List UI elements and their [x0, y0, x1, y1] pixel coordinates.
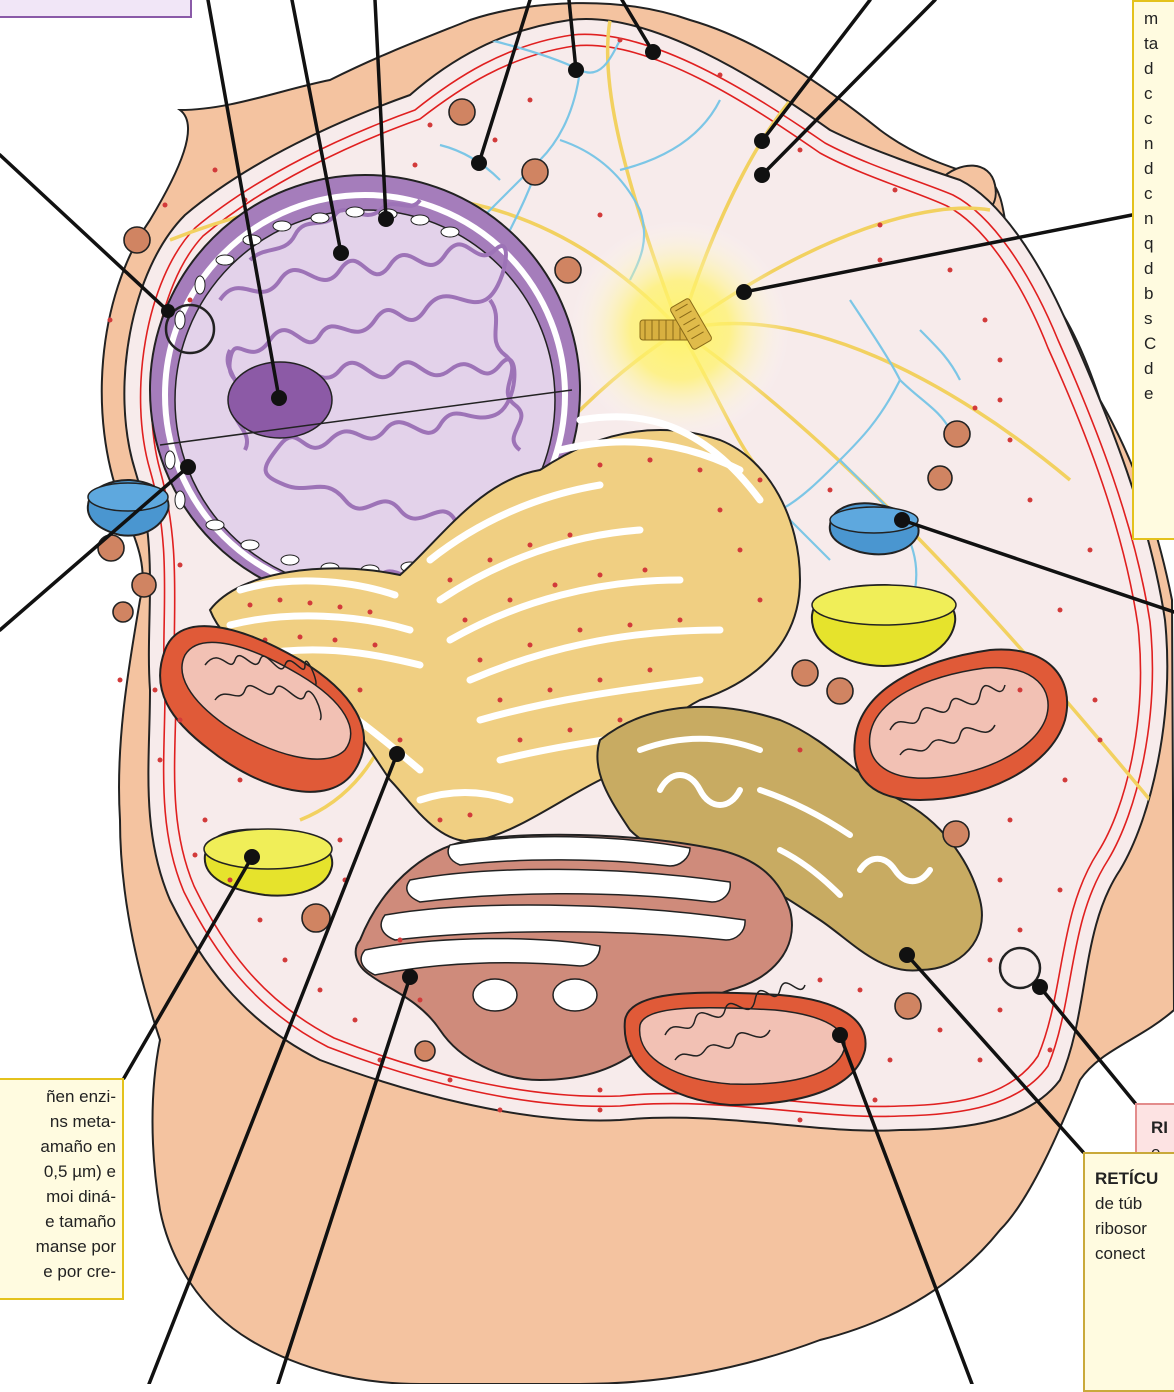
label-line: s — [1144, 306, 1174, 331]
label-box-endoplasmic-reticulum: RETÍCU de túb ribosor conect — [1083, 1152, 1174, 1392]
label-line: d — [1144, 356, 1174, 381]
label-line: d — [1144, 256, 1174, 281]
label-line: conect — [1095, 1241, 1174, 1266]
label-line: ns meta- — [0, 1109, 116, 1134]
label-line: e — [1144, 381, 1174, 406]
label-line: n — [1144, 206, 1174, 231]
label-title: RETÍCU — [1095, 1166, 1174, 1191]
label-line: e por cre- — [0, 1259, 116, 1284]
label-line: c — [1144, 81, 1174, 106]
label-box-centrosome: m ta d c c n d c n q d b s C d e — [1132, 0, 1174, 540]
label-line: q — [1144, 231, 1174, 256]
label-line: e tamaño — [0, 1209, 116, 1234]
label-line: C — [1144, 331, 1174, 356]
label-line: ta — [1144, 31, 1174, 56]
label-line: manse por — [0, 1234, 116, 1259]
label-line: d — [1144, 56, 1174, 81]
label-line: b — [1144, 281, 1174, 306]
label-line: 0,5 µm) e — [0, 1159, 116, 1184]
vacuole-blue-left — [88, 480, 169, 536]
label-box-top-left — [0, 0, 192, 18]
label-box-lysosome: ñen enzi- ns meta- amaño en 0,5 µm) e mo… — [0, 1078, 124, 1300]
label-line: c — [1144, 106, 1174, 131]
label-title: RI — [1151, 1115, 1174, 1140]
label-line: m — [1144, 6, 1174, 31]
label-line: n — [1144, 131, 1174, 156]
label-line: ñen enzi- — [0, 1084, 116, 1109]
label-line: d — [1144, 156, 1174, 181]
label-line: de túb — [1095, 1191, 1174, 1216]
label-line: moi diná- — [0, 1184, 116, 1209]
label-line: ribosor — [1095, 1216, 1174, 1241]
label-line: amaño en — [0, 1134, 116, 1159]
label-line: c — [1144, 181, 1174, 206]
